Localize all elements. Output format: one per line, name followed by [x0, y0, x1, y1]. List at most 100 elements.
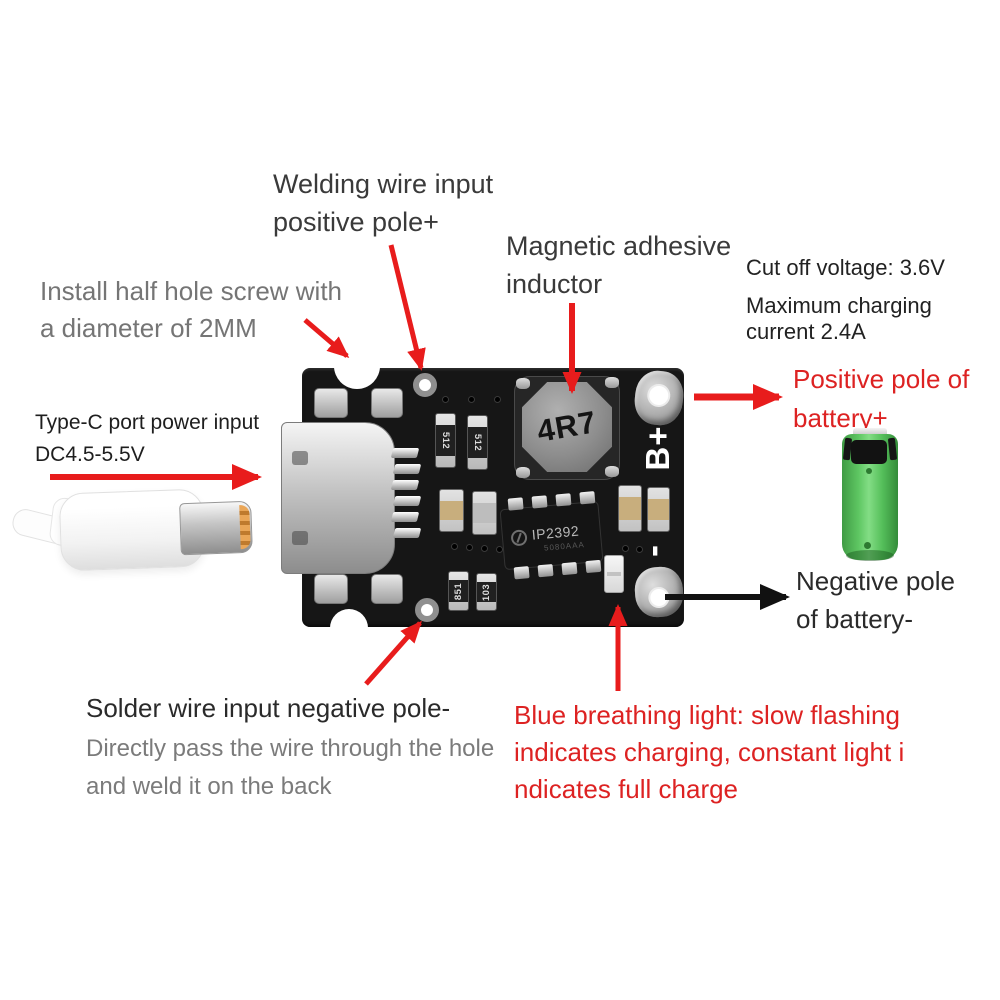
connector-pin [390, 512, 420, 522]
battery-dot [866, 468, 872, 474]
solder-blob [516, 378, 530, 389]
battery-bottom-rim [846, 550, 894, 561]
label-line: Directly pass the wire through the hole [86, 735, 495, 762]
ic-logo [510, 529, 528, 547]
label-solder-negative: Solder wire input negative pole- Directl… [86, 693, 494, 806]
typec-port [281, 422, 395, 574]
label-specs: Cut off voltage: 3.6V Maximum charging c… [746, 255, 945, 345]
label-line: Type-C port power input [35, 411, 260, 434]
silkscreen-b-minus: - [638, 538, 679, 564]
label-line: Welding wire input [273, 169, 494, 199]
resistor-marking: 512 [471, 433, 483, 452]
label-blue-light: Blue breathing light: slow flashing indi… [514, 697, 904, 808]
battery-top-cap [853, 428, 887, 438]
pad-hole [647, 586, 671, 609]
inductor-face: 4R7 [522, 382, 612, 472]
resistor-512: 512 [467, 415, 488, 470]
label-typec-input: Type-C port power input DC4.5-5.5V [35, 407, 259, 471]
via-dot [622, 545, 629, 552]
arrow-welding-positive [388, 244, 426, 371]
battery-negative-pad [633, 565, 685, 619]
battery-cell [840, 428, 900, 566]
connector-detail [292, 531, 308, 545]
label-welding-wire-input: Welding wire input positive pole+ [273, 165, 493, 241]
label-line: of battery- [796, 604, 914, 634]
ic-pin [555, 493, 572, 507]
resistor-marking: 512 [439, 431, 451, 450]
via-dot [466, 544, 473, 551]
via-dot [451, 543, 458, 550]
battery-positive-pad [632, 368, 686, 428]
battery-label-window [851, 440, 887, 464]
label-line: ndicates full charge [514, 774, 739, 804]
half-hole-notch-bottom [330, 609, 368, 647]
ic-marking-2: 5080AAA [543, 540, 586, 553]
arrow-solder-negative [364, 620, 422, 686]
label-title: Solder wire input negative pole- [86, 693, 451, 723]
plug-contacts [239, 504, 251, 550]
charging-module-pcb: 512 512 4R7 [281, 343, 686, 647]
label-line: Install half hole screw with [40, 276, 343, 306]
negative-wire-hole [415, 598, 439, 622]
label-line: a diameter of 2MM [40, 313, 257, 343]
resistor-851: 851 [448, 571, 469, 611]
ic-pin [585, 559, 602, 574]
connector-detail [292, 451, 308, 465]
label-line: inductor [506, 269, 603, 299]
capacitor [618, 485, 642, 532]
inductor-marking: 4R7 [534, 404, 600, 449]
capacitor [472, 491, 497, 535]
shield-tab [314, 574, 348, 604]
usbc-cable-plug [9, 488, 259, 588]
ic-pin [561, 561, 578, 576]
via-dot [636, 546, 643, 553]
minus-glyph: - [638, 545, 679, 557]
label-negative-pole: Negative pole of battery- [796, 562, 955, 638]
charging-ic: IP2392 5080AAA [499, 491, 604, 580]
resistor-103: 103 [476, 573, 497, 611]
blue-status-led [604, 555, 624, 593]
spec-cutoff-voltage: Cut off voltage: 3.6V [746, 255, 945, 280]
power-inductor: 4R7 [514, 376, 620, 480]
spec-max-current-line2: current 2.4A [746, 319, 866, 344]
shield-tab [371, 388, 403, 418]
label-line: positive pole+ [273, 207, 439, 237]
label-line: Blue breathing light: slow flashing [514, 700, 900, 730]
label-line: DC4.5-5.5V [35, 443, 145, 466]
capacitor [647, 487, 670, 532]
label-line: indicates charging, constant light i [514, 737, 905, 767]
resistor-marking: 851 [452, 582, 464, 600]
ic-pin [579, 491, 596, 505]
ic-pin [531, 495, 548, 509]
ic-pin [513, 566, 530, 580]
resistor-marking: 103 [480, 583, 492, 601]
ic-pin [507, 497, 524, 511]
solder-blob [605, 466, 619, 477]
via-dot [442, 396, 449, 403]
connector-pin [390, 448, 420, 458]
connector-pin [392, 496, 422, 506]
via-dot [468, 396, 475, 403]
connector-pin [392, 528, 422, 538]
label-desc: Directly pass the wire through the hole … [86, 730, 494, 806]
pad-hole [646, 382, 672, 409]
resistor-512: 512 [435, 413, 456, 468]
label-positive-pole: Positive pole of battery+ [793, 360, 969, 438]
label-line: Magnetic adhesive [506, 231, 732, 261]
solder-blob [605, 377, 619, 388]
silkscreen-b-plus: B+ [639, 425, 676, 471]
plug-metal-tip [179, 500, 253, 556]
label-line: and weld it on the back [86, 773, 332, 800]
connector-pin [392, 464, 422, 474]
solder-blob [516, 467, 530, 478]
battery-dot [864, 542, 871, 549]
label-magnetic-inductor: Magnetic adhesive inductor [506, 227, 731, 303]
positive-wire-hole [413, 373, 437, 397]
shield-tab [371, 574, 403, 604]
capacitor [439, 489, 464, 532]
connector-pin [390, 480, 420, 490]
shield-tab [314, 388, 348, 418]
ic-pin [537, 564, 554, 578]
spec-max-current-line1: Maximum charging [746, 293, 932, 318]
